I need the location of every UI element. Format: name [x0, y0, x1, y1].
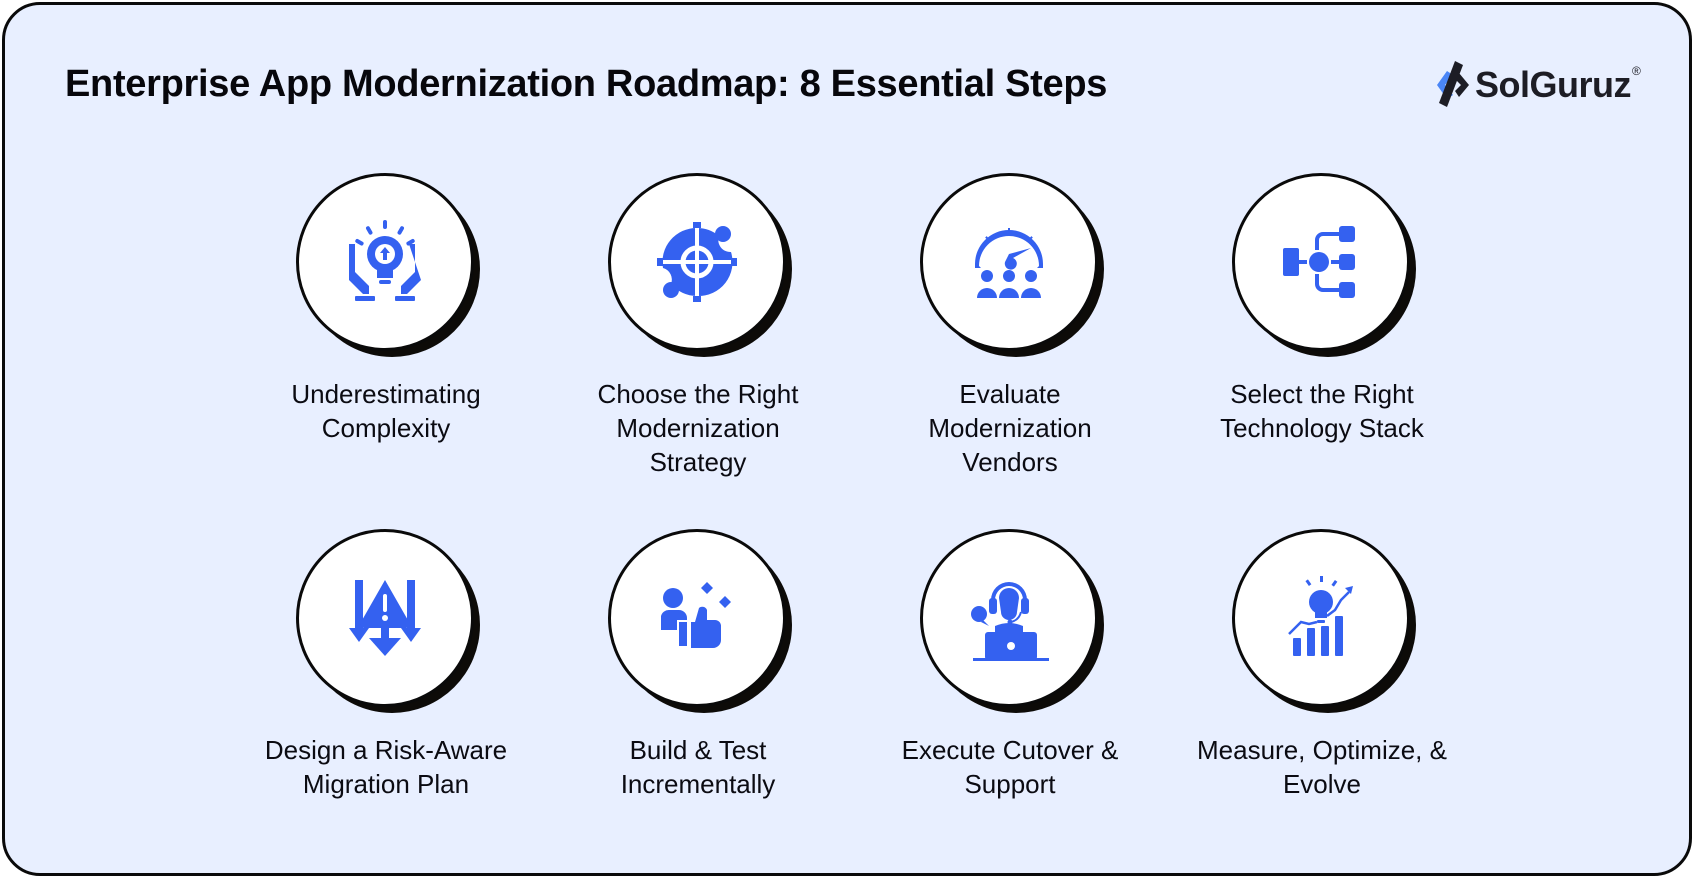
- step-label: Design a Risk-Aware Migration Plan: [264, 735, 508, 799]
- step-label: Select the Right Technology Stack: [1220, 379, 1424, 443]
- brand-logo: SolGuruz ®: [1433, 57, 1641, 113]
- step-icon-circle: [1232, 173, 1410, 351]
- registered-mark: ®: [1632, 64, 1641, 78]
- step-2: Choose the Right Modernization Strategy: [548, 173, 848, 479]
- step-6: Build & Test Incrementally: [548, 529, 848, 801]
- flowchart-stack-icon: [1283, 226, 1355, 298]
- solguruz-logo-icon: [1437, 61, 1469, 107]
- idea-gear-hands-icon: [349, 220, 421, 301]
- support-agent-laptop-icon: [971, 582, 1049, 661]
- page-title: Enterprise App Modernization Roadmap: 8 …: [65, 63, 1108, 105]
- step-4: Select the Right Technology Stack: [1172, 173, 1472, 445]
- step-icon-circle: [920, 173, 1098, 351]
- step-icon-circle: [296, 173, 474, 351]
- step-icon-circle: [1232, 529, 1410, 707]
- step-icon-circle: [608, 529, 786, 707]
- gauge-team-icon: [975, 228, 1043, 298]
- target-crosshair-icon: [657, 222, 737, 302]
- brand-name: SolGuruz: [1475, 64, 1632, 105]
- idea-growth-chart-icon: [1288, 576, 1353, 656]
- step-5: Design a Risk-Aware Migration Plan: [236, 529, 536, 801]
- step-label: Underestimating Complexity: [291, 379, 481, 443]
- step-1: Underestimating Complexity: [236, 173, 536, 445]
- step-label: Evaluate Modernization Vendors: [928, 379, 1092, 477]
- step-7: Execute Cutover & Support: [860, 529, 1160, 801]
- step-icon-circle: [608, 173, 786, 351]
- step-label: Choose the Right Modernization Strategy: [597, 379, 799, 477]
- warning-arrows-icon: [349, 580, 421, 656]
- step-label: Execute Cutover & Support: [901, 735, 1119, 799]
- step-icon-circle: [296, 529, 474, 707]
- step-label: Build & Test Incrementally: [620, 735, 776, 799]
- step-8: Measure, Optimize, & Evolve: [1172, 529, 1472, 801]
- step-icon-circle: [920, 529, 1098, 707]
- step-3: Evaluate Modernization Vendors: [860, 173, 1160, 479]
- step-label: Measure, Optimize, & Evolve: [1197, 735, 1447, 799]
- user-thumbs-up-icon: [661, 582, 731, 648]
